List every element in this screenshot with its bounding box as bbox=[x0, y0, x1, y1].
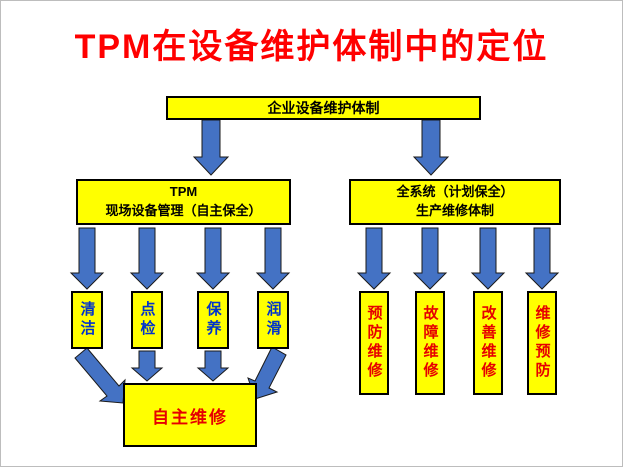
arrow-system-to-weixiuyufang bbox=[524, 227, 560, 290]
arrow-baoyang-to-zizhu bbox=[196, 350, 230, 382]
node-full-system-line2: 生产维修体制 bbox=[415, 203, 494, 218]
node-full-system-line1: 全系统（计划保全） bbox=[396, 184, 514, 200]
node-leaf-cleaning: 清洁 bbox=[71, 291, 103, 349]
node-leaf-lubrication: 润滑 bbox=[257, 291, 289, 349]
node-leaf-inspection: 点检 bbox=[131, 291, 163, 349]
node-leaf-maintenance-prevention: 维修预防 bbox=[527, 291, 557, 395]
arrow-tpm-to-runhua bbox=[255, 227, 291, 290]
node-leaf-upkeep: 保养 bbox=[197, 291, 229, 349]
arrow-tpm-to-baoyang bbox=[195, 227, 231, 290]
arrow-root-to-tpm bbox=[192, 119, 230, 176]
node-full-system-branch: 全系统（计划保全） 生产维修体制 bbox=[349, 179, 561, 225]
node-tpm-branch-line2: 现场设备管理（自主保全） bbox=[105, 203, 262, 218]
arrow-root-to-system bbox=[412, 119, 450, 176]
node-tpm-branch: TPM 现场设备管理（自主保全） bbox=[76, 179, 291, 225]
page-title: TPM在设备维护体制中的定位 bbox=[74, 28, 549, 66]
arrow-tpm-to-qingjie bbox=[69, 227, 105, 290]
node-tpm-branch-line1: TPM bbox=[169, 184, 198, 200]
arrow-dianjian-to-zizhu bbox=[130, 350, 164, 382]
arrow-qingjie-to-zizhu bbox=[74, 347, 126, 404]
node-leaf-corrective-maintenance: 改善维修 bbox=[473, 291, 503, 395]
node-leaf-breakdown-maintenance: 故障维修 bbox=[415, 291, 445, 395]
arrow-tpm-to-dianjian bbox=[129, 227, 165, 290]
arrow-system-to-guzhang bbox=[412, 227, 448, 290]
node-enterprise-maintenance-system: 企业设备维护体制 bbox=[166, 96, 481, 120]
node-autonomous-maintenance: 自主维修 bbox=[123, 383, 257, 447]
arrow-system-to-gaishan bbox=[470, 227, 506, 290]
node-leaf-preventive-maintenance: 预防维修 bbox=[359, 291, 389, 395]
arrow-system-to-yufang bbox=[356, 227, 392, 290]
